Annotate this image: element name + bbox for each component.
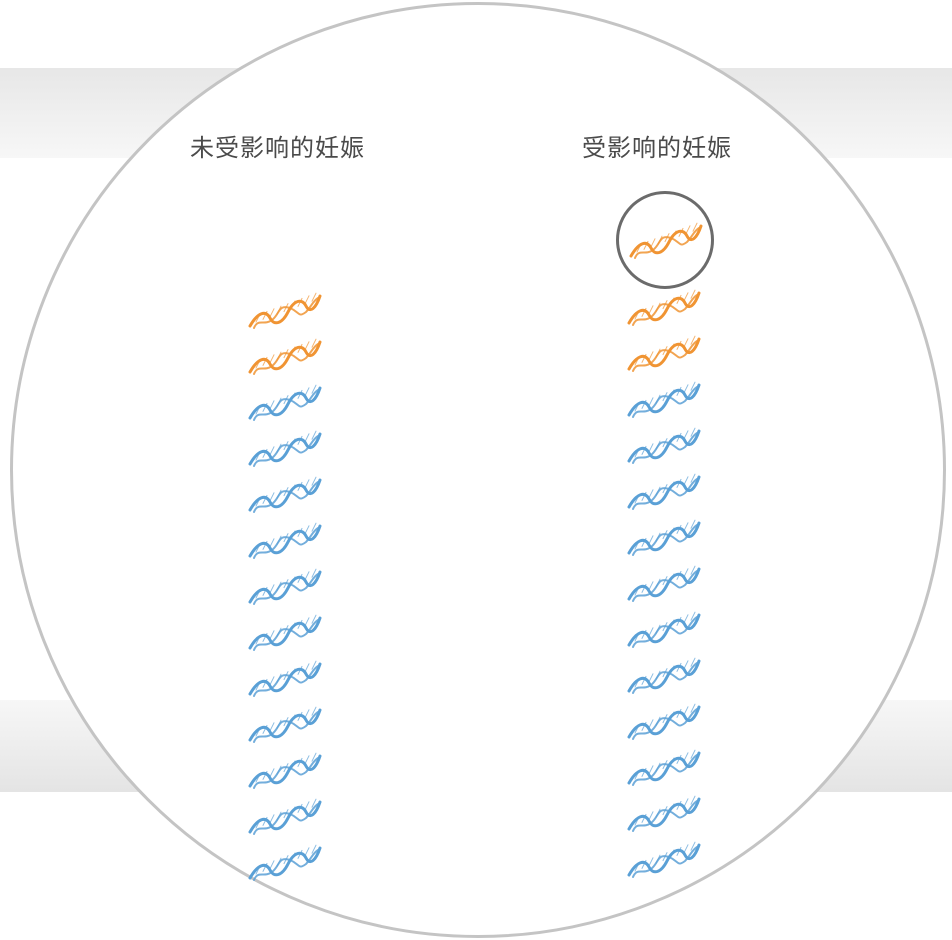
dna-helix-blue-icon — [627, 565, 701, 602]
dna-helix-blue-icon — [627, 611, 701, 648]
dna-helix-blue-icon — [248, 660, 322, 697]
circle-frame — [10, 2, 946, 938]
dna-helix-blue-icon — [248, 706, 322, 743]
dna-helix-blue-icon — [248, 430, 322, 467]
dna-helix-orange-icon — [248, 338, 322, 375]
extra-chromosome-highlight — [616, 191, 714, 289]
dna-helix-blue-icon — [627, 749, 701, 786]
dna-helix-orange-icon — [248, 292, 322, 329]
dna-helix-blue-icon — [248, 568, 322, 605]
dna-helix-blue-icon — [248, 844, 322, 881]
dna-helix-blue-icon — [627, 657, 701, 694]
dna-helix-blue-icon — [248, 798, 322, 835]
dna-helix-blue-icon — [627, 473, 701, 510]
dna-helix-blue-icon — [248, 752, 322, 789]
dna-helix-blue-icon — [627, 795, 701, 832]
unaffected-pregnancy-label: 未受影响的妊娠 — [190, 134, 365, 162]
affected-dna-column — [627, 289, 707, 887]
dna-helix-orange-icon — [627, 335, 701, 372]
affected-pregnancy-label: 受影响的妊娠 — [582, 134, 732, 162]
dna-helix-blue-icon — [627, 703, 701, 740]
dna-helix-blue-icon — [248, 522, 322, 559]
dna-helix-blue-icon — [248, 476, 322, 513]
dna-helix-blue-icon — [627, 381, 701, 418]
dna-helix-blue-icon — [248, 614, 322, 651]
dna-helix-blue-icon — [627, 841, 701, 878]
dna-helix-orange-icon — [627, 289, 701, 326]
dna-helix-blue-icon — [627, 519, 701, 556]
dna-helix-blue-icon — [627, 427, 701, 464]
unaffected-dna-column — [248, 292, 328, 890]
dna-helix-blue-icon — [248, 384, 322, 421]
extra-dna-helix-icon — [629, 222, 703, 259]
